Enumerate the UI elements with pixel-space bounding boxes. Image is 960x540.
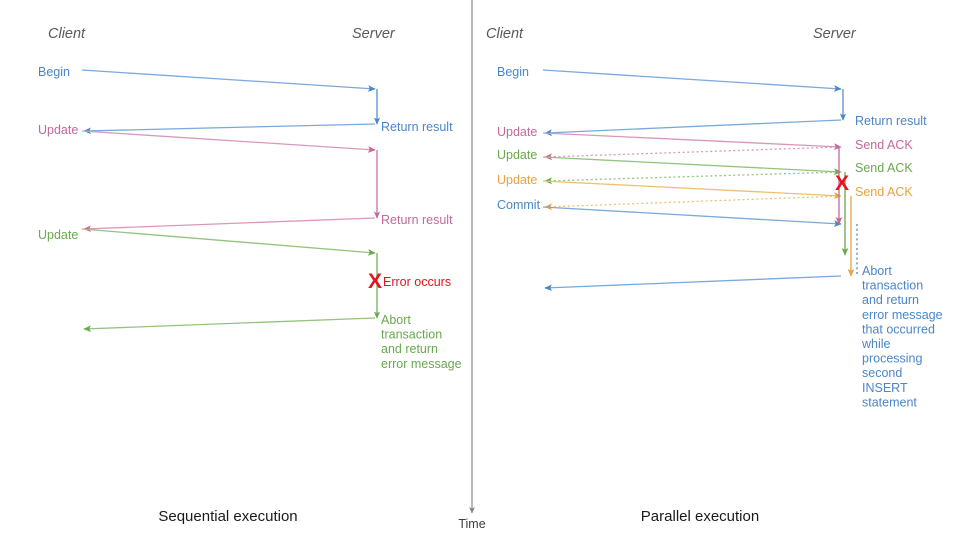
message-label-sequential-4: Update — [38, 228, 78, 242]
message-label-line: second — [862, 366, 902, 380]
message-arrow-sequential-2 — [81, 130, 376, 153]
message-label-parallel-1: Return result — [855, 114, 927, 128]
message-label-parallel-4: Update — [497, 148, 537, 162]
message-label-line: and return — [381, 342, 438, 356]
error-label: Error occurs — [383, 275, 451, 289]
message-label-parallel-7: Send ACK — [855, 185, 913, 199]
message-label-parallel-2: Update — [497, 125, 537, 139]
message-arrow-parallel-0 — [542, 69, 842, 92]
message-label-line: Abort — [862, 264, 892, 278]
panel-caption-sequential: Sequential execution — [158, 508, 297, 525]
message-arrow-parallel-1 — [544, 119, 842, 137]
message-arrow-parallel-3 — [544, 146, 842, 161]
message-label-parallel-0: Begin — [497, 65, 529, 79]
message-label-sequential-0: Begin — [38, 65, 70, 79]
message-label-sequential-2: Update — [38, 123, 78, 137]
message-arrow-sequential-1 — [83, 123, 376, 135]
message-label-line: transaction — [381, 328, 442, 342]
message-label-line: INSERT — [862, 381, 908, 395]
message-arrow-parallel-5 — [544, 171, 842, 185]
error-x-icon: X — [835, 172, 849, 195]
message-arrow-sequential-5 — [83, 317, 376, 333]
message-arrow-parallel-6 — [542, 180, 842, 200]
message-arrow-sequential-0 — [81, 69, 376, 92]
message-label-line: transaction — [862, 279, 923, 293]
lane-header-client-parallel: Client — [486, 26, 524, 42]
message-label-parallel-8: Commit — [497, 198, 541, 212]
message-label-line: statement — [862, 395, 917, 409]
message-label-parallel-6: Update — [497, 173, 537, 187]
message-arrow-sequential-3 — [83, 217, 376, 233]
message-label-line: error message — [862, 308, 943, 322]
message-arrow-parallel-4 — [542, 156, 842, 176]
message-label-line: that occurred — [862, 322, 935, 336]
message-label-parallel-3: Send ACK — [855, 138, 913, 152]
message-label-line: error message — [381, 357, 462, 371]
message-label-line: processing — [862, 352, 922, 366]
message-arrow-parallel-2 — [542, 132, 842, 151]
message-label-sequential-1: Return result — [381, 120, 453, 134]
message-label-line: while — [861, 337, 891, 351]
time-axis-label: Time — [458, 517, 485, 531]
message-arrow-parallel-8 — [542, 206, 842, 227]
lane-header-client-sequential: Client — [48, 26, 86, 42]
message-label-sequential-3: Return result — [381, 213, 453, 227]
message-label-line: and return — [862, 293, 919, 307]
message-arrow-sequential-4 — [81, 228, 376, 256]
lane-header-server-parallel: Server — [813, 26, 857, 42]
error-x-icon: X — [368, 270, 382, 293]
message-arrow-parallel-9 — [544, 275, 842, 292]
lane-header-server-sequential: Server — [352, 26, 396, 42]
message-label-line: Abort — [381, 313, 411, 327]
panel-caption-parallel: Parallel execution — [641, 508, 759, 525]
time-divider-group: Time — [458, 0, 486, 531]
message-arrow-parallel-7 — [544, 195, 842, 211]
message-label-parallel-5: Send ACK — [855, 161, 913, 175]
